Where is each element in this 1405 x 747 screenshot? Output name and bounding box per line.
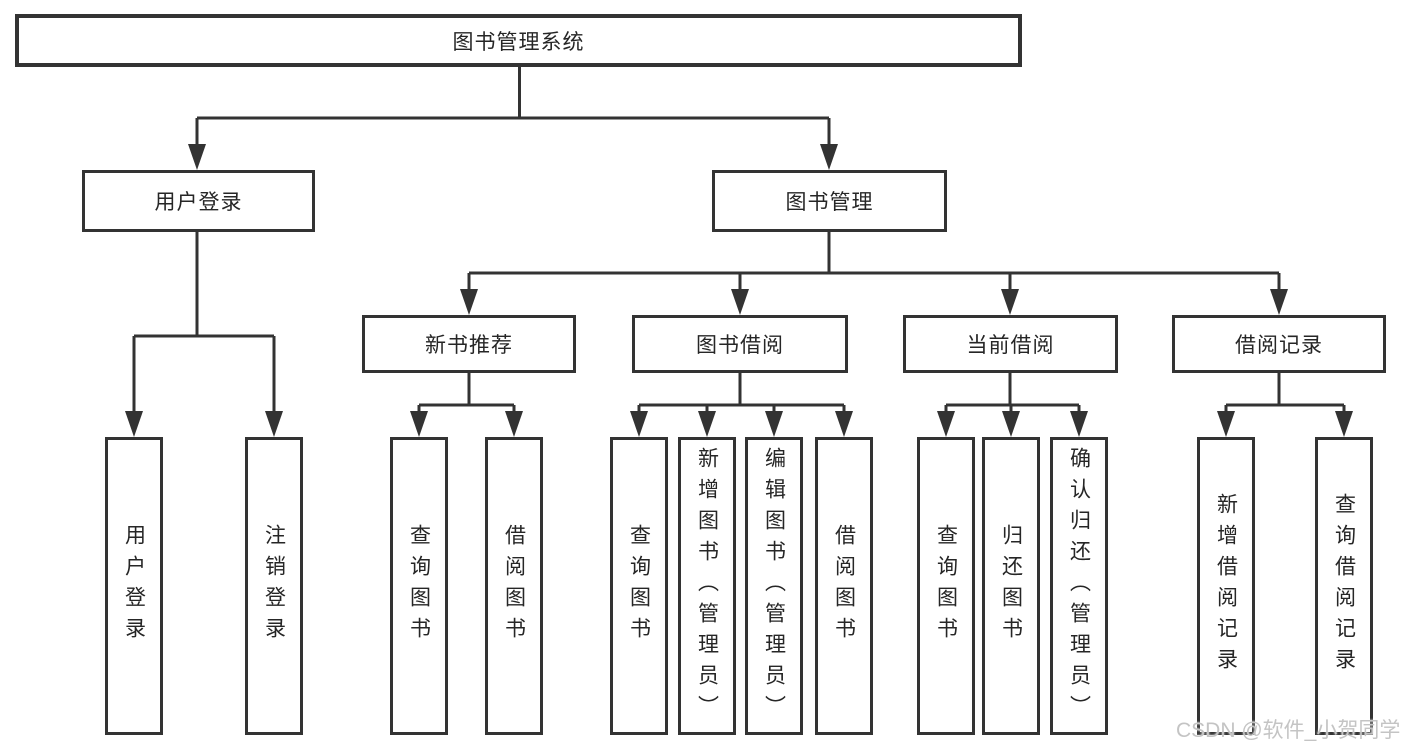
arrow-down-icon <box>630 411 648 437</box>
node-label: 借阅图书 <box>502 524 526 648</box>
arrow-down-icon <box>937 411 955 437</box>
node-book-management-group: 图书管理 <box>712 170 947 232</box>
node-label: 编辑图书（管理员） <box>762 446 786 726</box>
node-borrow-record: 借阅记录 <box>1172 315 1386 373</box>
node-label: 借阅图书 <box>832 524 856 648</box>
node-root-system: 图书管理系统 <box>15 14 1022 67</box>
arrow-down-icon <box>765 411 783 437</box>
connector-new-book-to-leaves <box>417 373 516 414</box>
leaf-query-books: 查询图书 <box>390 437 448 735</box>
node-label: 确认归还（管理员） <box>1067 446 1091 726</box>
csdn-watermark: CSDN @软件_小贺同学 <box>1176 719 1401 742</box>
leaf-user-login: 用户登录 <box>105 437 163 735</box>
leaf-logout: 注销登录 <box>245 437 303 735</box>
leaf-query-books: 查询图书 <box>610 437 668 735</box>
connector-current-borrow-to-leaves <box>944 373 1081 414</box>
leaf-add-books-admin: 新增图书（管理员） <box>678 437 736 735</box>
node-label: 查询图书 <box>627 524 651 648</box>
node-label: 用户登录 <box>154 191 243 214</box>
node-label: 用户登录 <box>122 524 146 648</box>
arrow-down-icon <box>835 411 853 437</box>
connector-book-borrow-to-leaves <box>637 373 846 414</box>
arrow-down-icon <box>265 411 283 437</box>
connector-root-to-level2 <box>195 67 831 148</box>
leaf-query-borrow-record: 查询借阅记录 <box>1315 437 1373 735</box>
arrow-down-icon <box>820 144 838 170</box>
node-label: 查询图书 <box>407 524 431 648</box>
leaf-borrow-books: 借阅图书 <box>485 437 543 735</box>
arrow-down-icon <box>1270 289 1288 315</box>
node-label: 当前借阅 <box>966 334 1055 357</box>
node-label: 图书管理系统 <box>452 30 585 54</box>
node-label: 图书借阅 <box>696 334 784 357</box>
arrow-down-icon <box>410 411 428 437</box>
arrow-down-icon <box>698 411 716 437</box>
node-label: 借阅记录 <box>1235 334 1323 357</box>
node-label: 图书管理 <box>785 191 874 214</box>
connector-book-mgmt-to-level3 <box>467 232 1281 292</box>
arrowheads <box>125 144 1353 437</box>
arrow-down-icon <box>1070 411 1088 437</box>
leaf-add-borrow-record: 新增借阅记录 <box>1197 437 1255 735</box>
leaf-borrow-books: 借阅图书 <box>815 437 873 735</box>
arrow-down-icon <box>1002 411 1020 437</box>
node-label: 注销登录 <box>262 524 286 648</box>
leaf-query-books: 查询图书 <box>917 437 975 735</box>
leaf-return-books: 归还图书 <box>982 437 1040 735</box>
arrow-down-icon <box>125 411 143 437</box>
node-label: 新书推荐 <box>425 334 513 357</box>
arrow-down-icon <box>1335 411 1353 437</box>
node-book-borrow: 图书借阅 <box>632 315 848 373</box>
arrow-down-icon <box>188 144 206 170</box>
arrow-down-icon <box>1217 411 1235 437</box>
node-user-login-group: 用户登录 <box>82 170 315 232</box>
arrow-down-icon <box>505 411 523 437</box>
node-label: 归还图书 <box>999 524 1023 648</box>
arrow-down-icon <box>1001 289 1019 315</box>
connector-user-login-to-leaves <box>132 232 276 414</box>
node-label: 新增借阅记录 <box>1214 493 1238 679</box>
node-current-borrow: 当前借阅 <box>903 315 1118 373</box>
connector-borrow-record-to-leaves <box>1224 373 1346 414</box>
arrow-down-icon <box>460 289 478 315</box>
leaf-edit-books-admin: 编辑图书（管理员） <box>745 437 803 735</box>
node-label: 查询借阅记录 <box>1332 493 1356 679</box>
node-label: 查询图书 <box>934 524 958 648</box>
leaf-confirm-return-admin: 确认归还（管理员） <box>1050 437 1108 735</box>
arrow-down-icon <box>731 289 749 315</box>
node-label: 新增图书（管理员） <box>695 446 719 726</box>
node-new-book-recommend: 新书推荐 <box>362 315 576 373</box>
